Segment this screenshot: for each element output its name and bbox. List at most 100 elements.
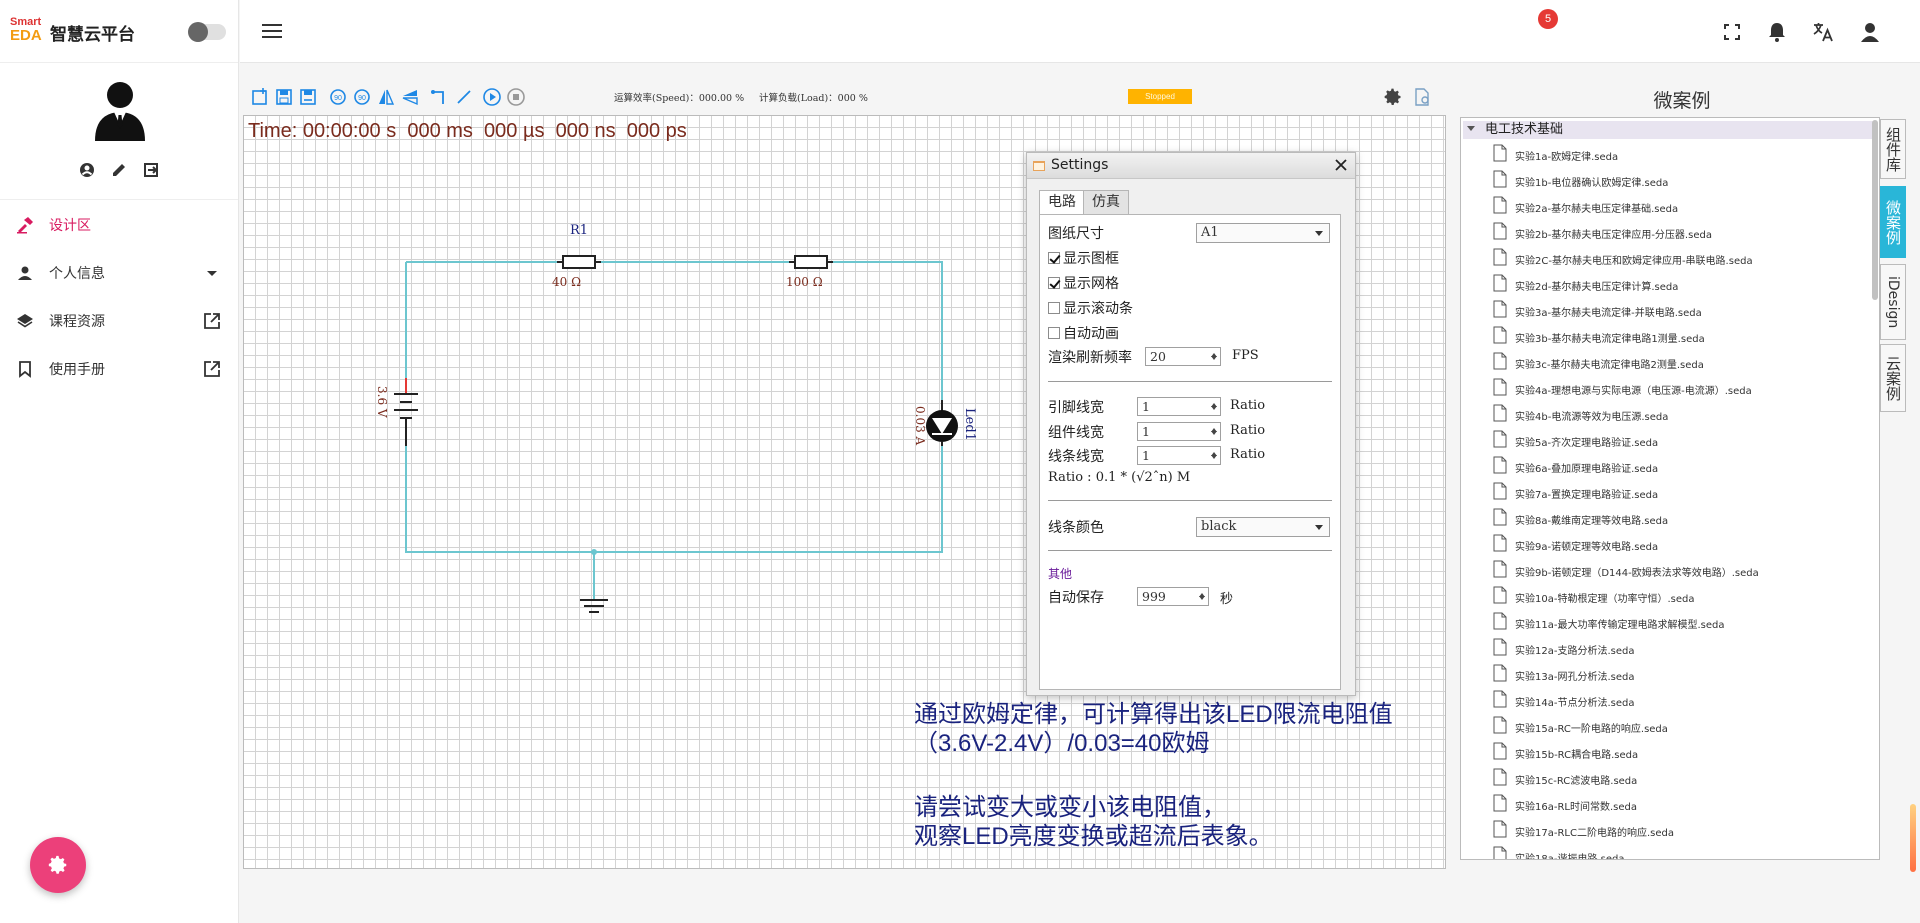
line-width-input[interactable]: 1 (1137, 446, 1221, 465)
flip-vertical-icon[interactable] (400, 87, 420, 107)
avatar[interactable] (93, 79, 147, 141)
nav-label: 个人信息 (49, 266, 105, 282)
nav-label: 使用手册 (49, 362, 105, 378)
save-icon[interactable] (274, 87, 294, 107)
resistor-r2[interactable] (789, 255, 833, 269)
junction-dot (591, 549, 597, 555)
account-icon[interactable] (1858, 20, 1882, 44)
file-icon (1493, 742, 1507, 760)
led-label: Led1 (962, 408, 977, 441)
expand-arrow-icon[interactable] (1467, 126, 1475, 135)
file-icon (1493, 404, 1507, 422)
translate-icon[interactable] (1811, 20, 1835, 44)
show-grid-checkbox[interactable] (1048, 277, 1060, 289)
dropdown-arrow-icon[interactable] (203, 264, 221, 282)
autosave-input[interactable]: 999 (1137, 587, 1209, 606)
file-icon (1493, 170, 1507, 188)
settings-gear-icon[interactable] (1383, 87, 1403, 107)
close-icon[interactable] (1333, 157, 1349, 173)
file-icon (1493, 820, 1507, 838)
hint-note: 请尝试变大或变小该电阻值， 观察LED亮度变换或超流后表象。 (914, 794, 1273, 850)
paper-size-select[interactable]: A1 (1196, 223, 1330, 243)
gear-icon (48, 855, 67, 874)
play-icon[interactable] (482, 87, 502, 107)
tree-root-folder[interactable]: 电工技术基础 (1463, 121, 1873, 139)
file-icon (1493, 430, 1507, 448)
tab-cloud-cases[interactable]: 云案例 (1880, 344, 1906, 412)
file-name: 实验13a-网孔分析法.seda (1515, 672, 1635, 683)
dialog-titlebar[interactable]: Settings (1027, 153, 1355, 179)
page-scrollbar[interactable] (1910, 804, 1916, 872)
file-name: 实验14a-节点分析法.seda (1515, 698, 1635, 709)
resistor-r1[interactable] (557, 255, 601, 269)
show-grid-option[interactable]: 显示网格 (1048, 273, 1119, 293)
pin-width-input[interactable]: 1 (1137, 397, 1221, 416)
settings-fab[interactable] (30, 837, 86, 893)
wires[interactable] (405, 261, 943, 600)
tree-scrollbar[interactable] (1872, 120, 1878, 300)
wire-straight-icon[interactable] (454, 87, 474, 107)
wire-corner-icon[interactable] (430, 87, 450, 107)
line-color-label: 线条颜色 (1048, 520, 1104, 536)
refresh-rate-unit: FPS (1232, 348, 1259, 363)
editor-toolbar: 90 90 运算效率(Speed)：000.00 % 计算负载(Load)：00… (243, 83, 1445, 111)
file-icon (1493, 508, 1507, 526)
file-icon (1493, 456, 1507, 474)
open-external-icon[interactable] (203, 360, 221, 378)
file-icon (1493, 716, 1507, 734)
file-icon (1493, 326, 1507, 344)
open-external-icon[interactable] (203, 312, 221, 330)
battery[interactable] (394, 378, 418, 446)
nav-personal-info[interactable]: 个人信息 (0, 249, 239, 297)
refresh-rate-input[interactable]: 20 (1145, 347, 1221, 366)
logout-icon[interactable] (142, 161, 160, 179)
pin-width-label: 引脚线宽 (1048, 400, 1104, 416)
hamburger-menu-icon[interactable] (262, 22, 282, 40)
file-name: 实验3a-基尔赫夫电流定律-并联电路.seda (1515, 308, 1702, 319)
show-frame-checkbox[interactable] (1048, 252, 1060, 264)
file-name: 实验15c-RC滤波电路.seda (1515, 776, 1638, 787)
save-as-icon[interactable] (298, 87, 318, 107)
sidebar: Smart EDA 智慧云平台 设计区 个人 (0, 0, 239, 923)
auto-animation-option[interactable]: 自动动画 (1048, 323, 1119, 343)
rotate-right-icon[interactable]: 90 (352, 87, 372, 107)
auto-animation-checkbox[interactable] (1048, 327, 1060, 339)
file-name: 实验17a-RLC二阶电路的响应.seda (1515, 828, 1674, 839)
line-color-select[interactable]: black (1196, 517, 1330, 537)
rotate-left-icon[interactable]: 90 (328, 87, 348, 107)
notification-bell-icon[interactable] (1765, 20, 1789, 44)
stop-icon[interactable] (506, 87, 526, 107)
file-name: 实验4b-电流源等效为电压源.seda (1515, 412, 1669, 423)
tab-simulation[interactable]: 仿真 (1083, 190, 1129, 214)
file-icon (1493, 534, 1507, 552)
tab-circuit[interactable]: 电路 (1039, 190, 1085, 215)
nav-user-manual[interactable]: 使用手册 (0, 345, 239, 393)
profile-card (0, 63, 238, 200)
tab-micro-cases[interactable]: 微案例 (1880, 186, 1906, 258)
led-led1[interactable] (926, 400, 958, 446)
edit-pencil-icon[interactable] (110, 161, 128, 179)
tab-component-library[interactable]: 组件库 (1880, 119, 1906, 179)
tab-idesign[interactable]: iDesign (1880, 264, 1906, 340)
new-file-icon[interactable] (250, 87, 270, 107)
show-scrollbar-checkbox[interactable] (1048, 302, 1060, 314)
ground[interactable] (580, 599, 608, 613)
file-icon (1493, 300, 1507, 318)
notification-badge: 5 (1538, 9, 1558, 29)
theme-toggle[interactable] (188, 22, 226, 42)
app-logo[interactable]: Smart EDA (10, 16, 42, 44)
file-name: 实验1b-电位器确认欧姆定律.seda (1515, 178, 1669, 189)
paper-size-label: 图纸尺寸 (1048, 226, 1104, 242)
fullscreen-icon[interactable] (1720, 20, 1744, 44)
circuit-diagram[interactable]: R1 40 Ω 100 Ω 3.6 V 0.03 A Led1 (244, 116, 1446, 869)
component-width-input[interactable]: 1 (1137, 422, 1221, 441)
show-frame-option[interactable]: 显示图框 (1048, 248, 1119, 268)
file-name: 实验16a-RL时间常数.seda (1515, 802, 1637, 813)
nav-course-resources[interactable]: 课程资源 (0, 297, 239, 345)
export-icon[interactable] (1412, 87, 1432, 107)
account-circle-icon[interactable] (78, 161, 96, 179)
nav-design-area[interactable]: 设计区 (0, 201, 239, 249)
show-scrollbar-option[interactable]: 显示滚动条 (1048, 298, 1133, 318)
flip-horizontal-icon[interactable] (376, 87, 396, 107)
